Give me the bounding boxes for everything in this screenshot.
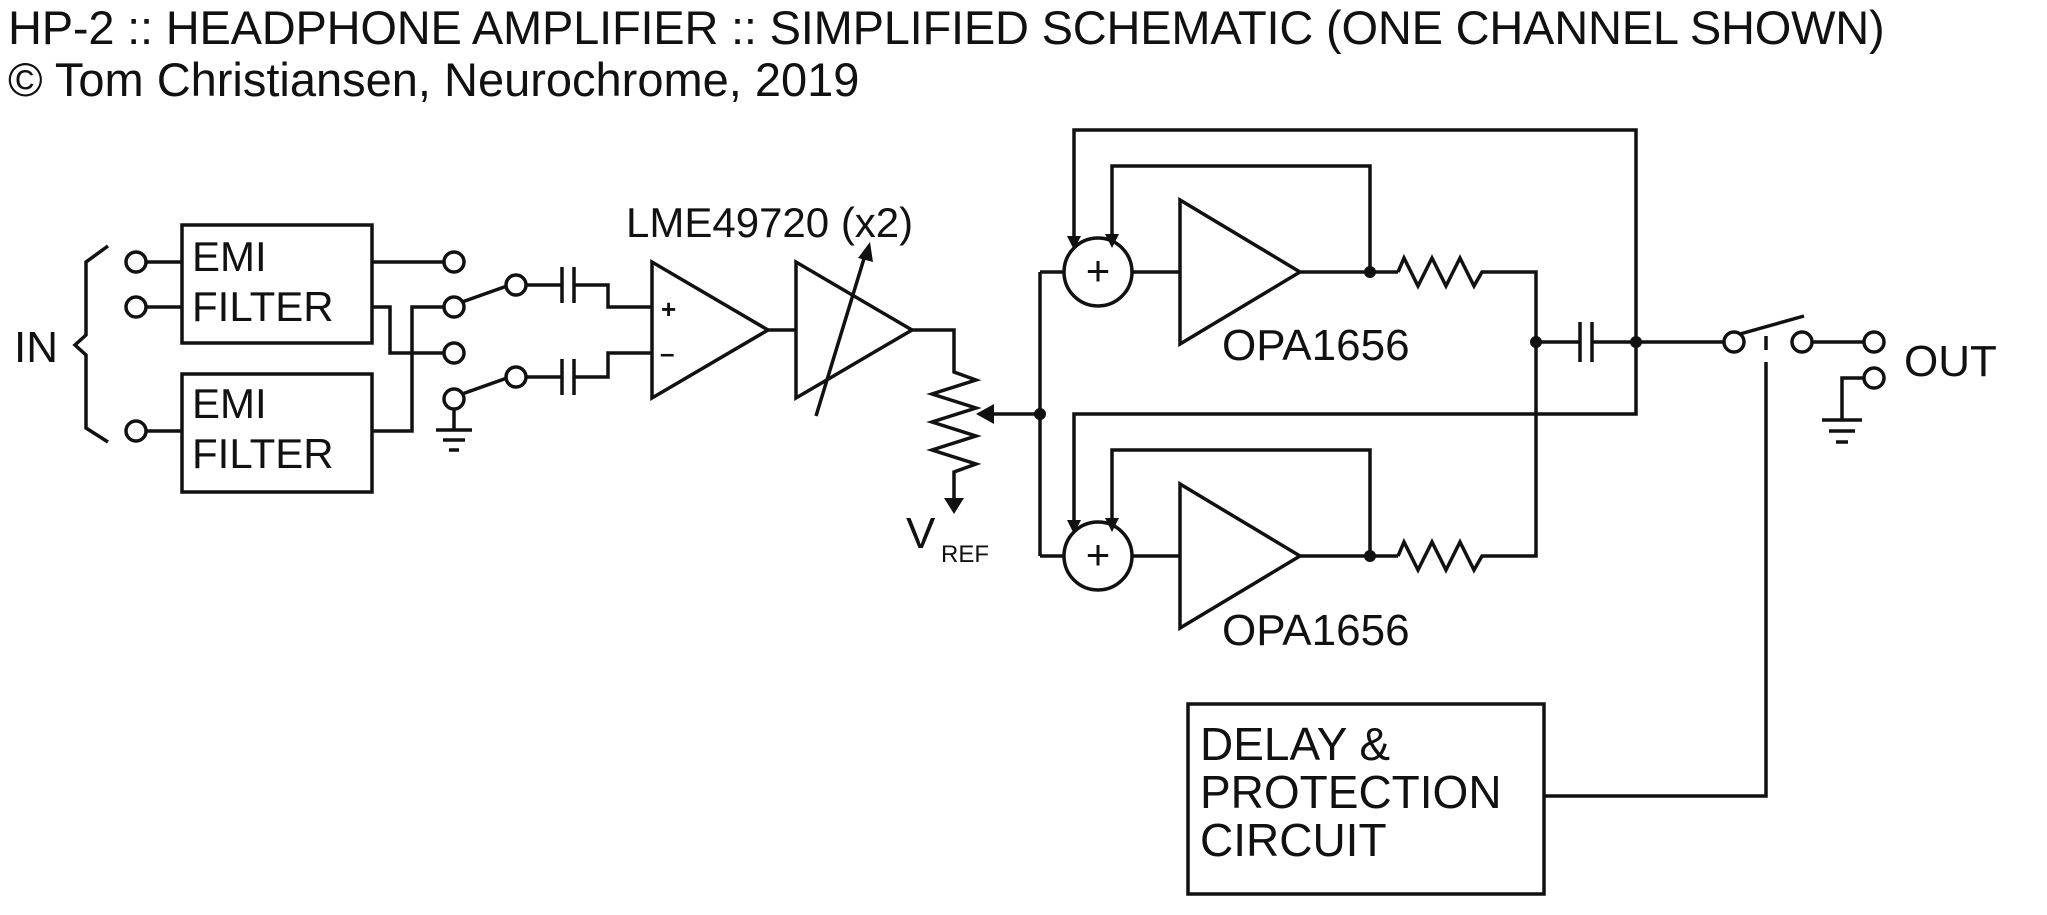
protection-line3: CIRCUIT [1200, 814, 1387, 866]
coupling-cap-2 [526, 351, 652, 395]
emi-filter-2: EMI FILTER [180, 372, 374, 494]
opa1656-top-label: OPA1656 [1222, 321, 1410, 370]
feedback-arrow-outer-bottom [1067, 520, 1081, 534]
feedback-inner-bottom [1110, 448, 1372, 556]
input-label: IN [14, 323, 58, 372]
feedback-outer-bottom [1072, 342, 1638, 526]
gain-amp-variable-arrowhead [858, 242, 873, 262]
volume-pot-wiper-arrowhead [976, 404, 994, 424]
input-brace [72, 244, 110, 444]
input-jack-1 [124, 250, 148, 274]
input-jack-3 [124, 419, 148, 443]
page-title: HP-2 :: HEADPHONE AMPLIFIER :: SIMPLIFIE… [8, 1, 1885, 54]
output-jack-sleeve [1862, 366, 1886, 390]
emi-filter-2-line1: EMI [192, 380, 267, 427]
variable-gain-amplifier [794, 242, 916, 417]
opa1656-bottom-triangle [1178, 480, 1304, 632]
copyright-notice: © Tom Christiansen, Neurochrome, 2019 [8, 53, 860, 106]
diff-amp-triangle [650, 258, 772, 402]
input-coupling-capacitors [526, 267, 652, 395]
relay-contact-2 [1790, 330, 1814, 354]
output-jack-tip [1862, 330, 1886, 354]
selector-blades [461, 284, 508, 396]
coupling-cap-1 [526, 267, 652, 309]
summing-node-bottom-symbol: + [1086, 531, 1111, 578]
volume-potentiometer[interactable] [912, 328, 1040, 514]
split-junction-dot [1034, 408, 1046, 420]
selector-contact-1 [442, 250, 466, 274]
protection-box [1186, 702, 1546, 896]
emi-filter-2-line2: FILTER [192, 430, 334, 477]
protection-circuit: DELAY & PROTECTION CIRCUIT [1186, 702, 1546, 896]
header: HP-2 :: HEADPHONE AMPLIFIER :: SIMPLIFIE… [8, 2, 1885, 106]
input-stage-part-label: LME49720 (x2) [626, 199, 913, 246]
feedback-arrow-inner-top [1105, 234, 1119, 248]
relay-blade [1739, 314, 1805, 336]
output-stage-bottom: + OPA1656 [1062, 342, 1538, 655]
gain-amp-variable-arrow-line [814, 251, 868, 417]
emi-filter-1-line2: FILTER [192, 283, 334, 330]
protection-line2: PROTECTION [1200, 766, 1502, 818]
output-resistor-bottom [1396, 342, 1538, 574]
selector-contact-2 [442, 295, 466, 319]
ground-symbol-output [1822, 418, 1862, 444]
output-label: OUT [1904, 337, 1997, 386]
vref-subscript: REF [941, 541, 989, 568]
opa1656-bottom-label: OPA1656 [1222, 606, 1410, 655]
emi-filter-1-line1: EMI [192, 233, 267, 280]
input-wires [146, 260, 182, 433]
junction-output-node [1630, 336, 1642, 348]
emi-filter-2-box [180, 372, 374, 494]
input-jack-2 [124, 295, 148, 319]
emi-output-wires [372, 260, 444, 433]
output-stage-top: + OPA1656 [1062, 164, 1538, 370]
output-resistor-top [1396, 253, 1538, 342]
vref-arrow [944, 498, 964, 514]
output-ground-wire [1840, 376, 1864, 420]
relay-control-wire [1544, 376, 1768, 798]
protection-line1: DELAY & [1200, 718, 1390, 770]
gain-amp-triangle [794, 258, 916, 402]
diff-amp-plus: + [661, 294, 676, 324]
summing-node-top-symbol: + [1086, 247, 1111, 294]
input-jacks [124, 250, 182, 443]
output-coupling-capacitor [1530, 322, 1724, 362]
feedback-arrow-outer-top [1067, 236, 1081, 250]
feedback-inner-top [1110, 164, 1372, 272]
output-jack [1822, 330, 1886, 444]
opa1656-top-triangle [1178, 196, 1304, 348]
differential-amplifier: + – [650, 258, 772, 402]
selector-common-1 [504, 273, 528, 297]
emi-filter-1: EMI FILTER [180, 223, 374, 345]
ground-symbol-input [436, 409, 472, 452]
selector-contact-4 [442, 387, 466, 411]
output-relay-switch[interactable] [1544, 314, 1864, 798]
diff-amp-minus: – [660, 338, 674, 368]
output-cap [1536, 322, 1724, 362]
vref-label: V [906, 509, 936, 558]
relay-contact-1 [1722, 330, 1746, 354]
feedback-outer-top [1072, 128, 1638, 342]
volume-pot-resistor [912, 328, 982, 500]
input-selector-switch[interactable] [442, 250, 528, 411]
selector-contact-3 [442, 341, 466, 365]
selector-common-2 [504, 365, 528, 389]
emi-filter-1-box [180, 223, 374, 345]
feedback-arrow-inner-bottom [1105, 518, 1119, 532]
